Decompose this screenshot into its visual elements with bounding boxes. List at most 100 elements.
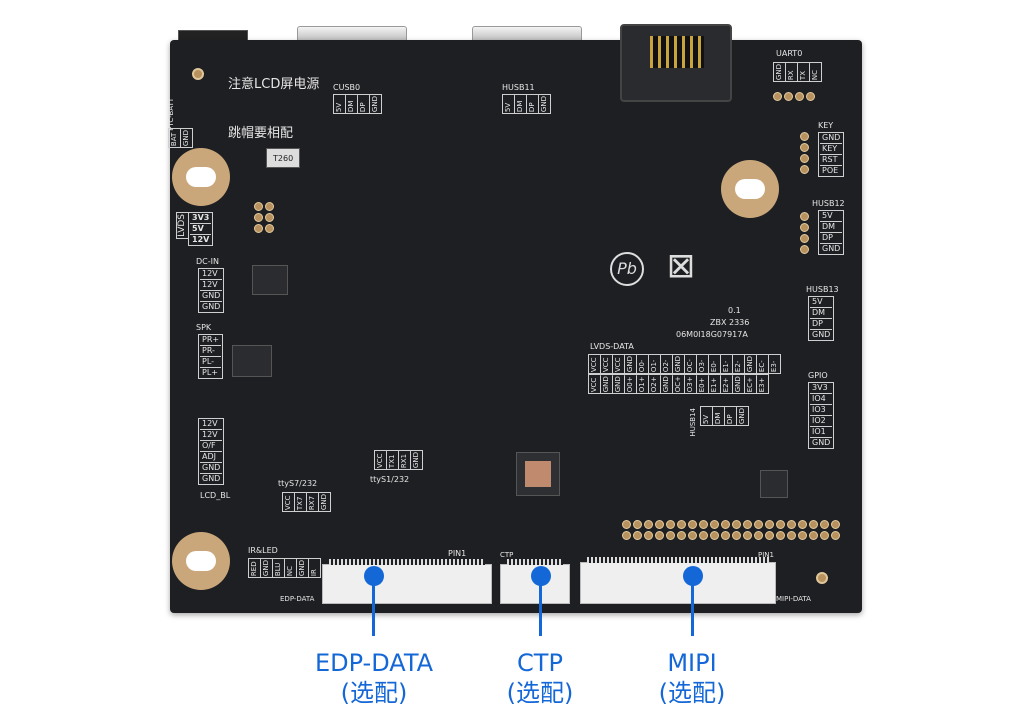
header-pin [699,531,708,540]
lvds-pin: VCC [589,375,601,394]
lvds-pin: VCC [613,355,625,374]
lvds-pin: OC- [685,355,697,374]
header-pin [809,531,818,540]
callout-line [539,576,542,636]
lvds-pin: E0- [709,355,721,374]
gpio-expansion-header [622,520,840,540]
edp-data-connector[interactable] [322,559,492,604]
header-pin [688,531,697,540]
husb13-title: HUSB13 [806,285,839,294]
header-pin [710,520,719,529]
header-pin [699,520,708,529]
header-pin [710,531,719,540]
lvds-jumper [254,202,274,233]
header-pin [798,520,807,529]
husb14-title: HUSB14 [689,408,697,437]
inductor: T260 [266,148,300,168]
spk-title: SPK [196,323,212,332]
lvds-pin: O0- [637,355,649,374]
pin1-label: PIN1 [758,551,774,559]
lvds-pin: O3+ [685,375,697,394]
lvds-pin: OC+ [673,375,685,394]
lvds-pin: EC- [757,355,769,374]
callout-line [372,576,375,636]
header-pin [721,520,730,529]
husb12-title: HUSB12 [812,199,845,208]
header-pin [666,531,675,540]
key-header [800,132,809,174]
callout-mipi: MIPI(选配) [658,649,726,707]
header-pin [622,531,631,540]
husb11-title: HUSB11 [502,83,535,92]
husb12-header [800,212,809,254]
lvds-pin: E3+ [758,377,766,393]
header-pin [754,531,763,540]
header-pin [688,520,697,529]
lvds-pin: E1+ [709,375,721,394]
header-pin [754,520,763,529]
header-pin [820,531,829,540]
lvds-pin: O3- [697,355,709,374]
lvds-pin: E1- [721,355,733,374]
notice-line2: 跳帽要相配 [228,126,294,141]
serial-number: 06M0I18G07917A [676,330,748,339]
header-pin [677,520,686,529]
lvds-pin: E3- [770,360,778,373]
lvds-pin: EC+ [745,375,757,394]
mipi-data-connector[interactable] [580,557,776,604]
mipi-data-label: MIPI-DATA [776,595,811,603]
lcd-bl-title: LCD_BL [200,491,231,500]
header-pin [743,520,752,529]
ethernet-port [620,24,732,102]
header-pin [622,520,631,529]
key-title: KEY [818,121,834,130]
lvds-pin: E2+ [721,375,733,394]
lvds-pin: VCC [589,355,601,374]
lvds-pin: VCC [601,355,613,374]
header-pin [787,531,796,540]
lvds-pin: GND [601,375,613,394]
lvds-data-title: LVDS-DATA [590,342,634,351]
header-pin [765,520,774,529]
header-pin [633,520,642,529]
ttys7-title: ttyS7/232 [278,479,318,488]
header-pin [732,531,741,540]
lvds-pin: GND [613,375,625,394]
header-pin [743,531,752,540]
pad [192,68,204,80]
lvds-pin: O0+ [625,375,637,394]
gpio-title: GPIO [808,371,828,380]
main-soc [516,452,560,496]
lvds-pin: GND [673,355,685,374]
ctp-label: CTP [500,551,514,559]
pad [816,572,828,584]
lvds-pin: O2+ [649,375,661,394]
ptc-batt-label: PTC-BATT [167,98,175,131]
header-pin [776,520,785,529]
header-pin [655,520,664,529]
header-pin [798,531,807,540]
edp-data-label: EDP-DATA [280,595,315,603]
mounting-hole [172,532,230,590]
spk-pins: PR+PR-PL-PL+ [198,334,224,379]
pin1-label: PIN1 [448,549,467,558]
lvds-pin: GND [625,355,637,374]
ic-chip [252,265,288,295]
header-pin [831,520,840,529]
lvds-pin: GND [745,355,757,374]
header-pin [787,520,796,529]
weee-bin-icon: ⊠ [666,246,696,286]
header-pin [732,520,741,529]
header-pin [677,531,686,540]
